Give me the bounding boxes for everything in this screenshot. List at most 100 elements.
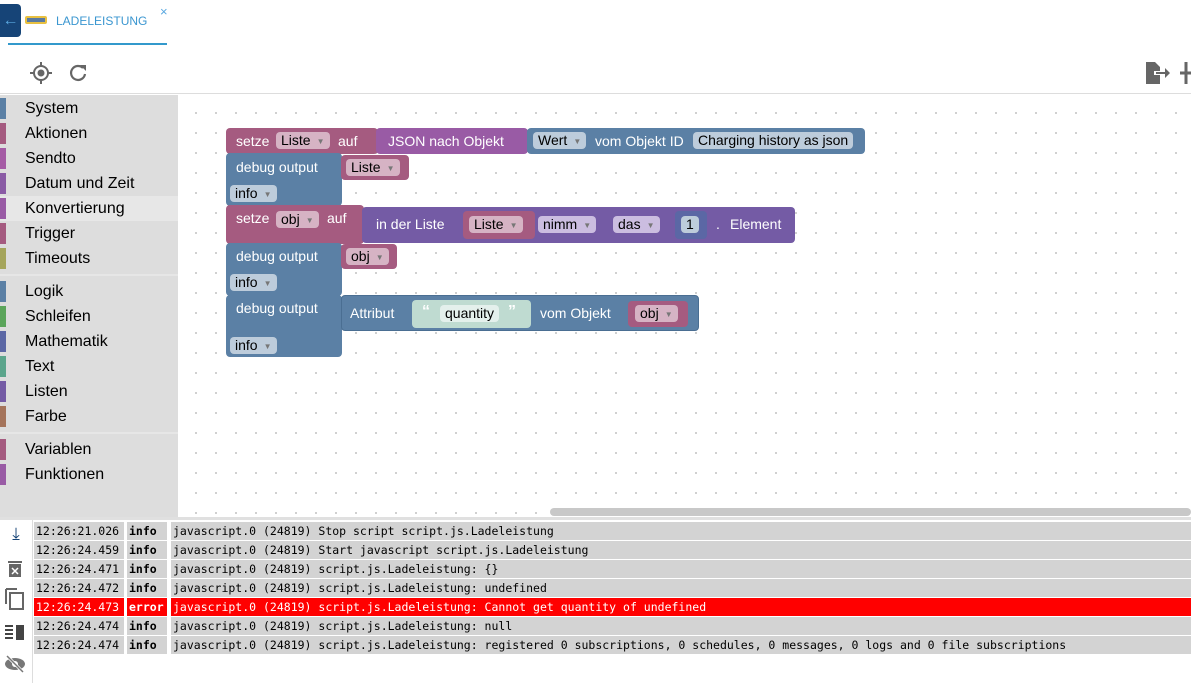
blockly-logo-icon: [25, 16, 47, 24]
copy-icon[interactable]: [5, 588, 24, 610]
json-to-object-block[interactable]: [376, 128, 528, 154]
setze-label: setze: [236, 210, 270, 226]
dropdown-arrow-icon: ▼: [263, 278, 272, 288]
category-system[interactable]: System: [0, 96, 178, 121]
where-dropdown[interactable]: das▼: [613, 216, 660, 233]
category-label: Listen: [25, 383, 68, 400]
category-color-swatch: [0, 123, 6, 144]
category-konvertierung[interactable]: Konvertierung: [0, 196, 178, 221]
log-time: 12:26:24.474: [34, 636, 124, 654]
category-trigger[interactable]: Trigger: [0, 221, 178, 246]
export-icon[interactable]: [1145, 62, 1171, 84]
open-quote-icon: “: [422, 303, 430, 320]
clear-log-icon[interactable]: [8, 560, 22, 577]
category-label: Mathematik: [25, 333, 108, 350]
add-icon[interactable]: [1180, 62, 1191, 84]
log-message: javascript.0 (24819) script.js.Ladeleist…: [171, 560, 1191, 578]
log-message: javascript.0 (24819) Start javascript sc…: [171, 541, 1191, 559]
log-level: info: [127, 579, 167, 597]
log-layout-icon[interactable]: [5, 625, 24, 640]
attribute-name: Wert: [538, 132, 568, 148]
category-logik[interactable]: Logik: [0, 279, 178, 304]
refresh-icon[interactable]: [68, 63, 88, 83]
log-level: info: [235, 274, 258, 290]
log-level-dropdown[interactable]: info ▼: [230, 274, 277, 291]
dropdown-arrow-icon: ▼: [664, 309, 673, 319]
dropdown-arrow-icon: ▼: [386, 163, 395, 173]
scroll-to-bottom-icon[interactable]: ⤓: [12, 524, 20, 543]
category-listen[interactable]: Listen: [0, 379, 178, 404]
mode-dropdown[interactable]: nimm▼: [538, 216, 597, 233]
category-label: Sendto: [25, 150, 76, 167]
category-label: System: [25, 100, 79, 117]
horizontal-scrollbar[interactable]: [550, 508, 1191, 516]
category-color-swatch: [0, 439, 6, 460]
in-list-label: in der Liste: [376, 216, 445, 232]
category-color-swatch: [0, 248, 6, 269]
category-farbe[interactable]: Farbe: [0, 404, 178, 429]
category-label: Datum und Zeit: [25, 175, 135, 192]
category-text[interactable]: Text: [0, 354, 178, 379]
variable-name: Liste: [281, 132, 311, 148]
category-datum-und-zeit[interactable]: Datum und Zeit: [0, 171, 178, 196]
category-color-swatch: [0, 198, 6, 219]
log-message: javascript.0 (24819) script.js.Ladeleist…: [171, 598, 1191, 616]
log-level: error: [127, 598, 167, 616]
variable-dropdown[interactable]: obj▼: [276, 211, 319, 228]
tab-ladeleistung[interactable]: LADELEISTUNG: [56, 14, 148, 28]
log-time: 12:26:21.026: [34, 522, 124, 540]
back-button[interactable]: ←: [0, 4, 21, 37]
tab-close-button[interactable]: ×: [160, 4, 168, 19]
crosshair-icon[interactable]: [30, 62, 52, 84]
log-message: javascript.0 (24819) script.js.Ladeleist…: [171, 617, 1191, 635]
log-toolbar: ⤓: [0, 520, 33, 683]
category-color-swatch: [0, 223, 6, 244]
log-level-dropdown[interactable]: info▼: [230, 185, 277, 202]
vom-objekt-label: vom Objekt: [540, 305, 611, 321]
auf-label: auf: [338, 133, 358, 149]
category-schleifen[interactable]: Schleifen: [0, 304, 178, 329]
variable-name: Liste: [351, 159, 381, 175]
hide-eye-icon[interactable]: [4, 655, 26, 673]
category-color-swatch: [0, 381, 6, 402]
dropdown-arrow-icon: ▼: [646, 220, 655, 230]
debug-label: debug output: [236, 159, 318, 175]
category-timeouts[interactable]: Timeouts: [0, 246, 178, 271]
category-color-swatch: [0, 464, 6, 485]
category-aktionen[interactable]: Aktionen: [0, 121, 178, 146]
category-label: Farbe: [25, 408, 67, 425]
log-level: info: [235, 185, 258, 201]
dropdown-arrow-icon: ▼: [263, 341, 272, 351]
log-level: info: [235, 337, 258, 353]
category-label: Text: [25, 358, 55, 375]
object-id-field[interactable]: Charging history as json: [693, 132, 854, 149]
log-level: info: [127, 522, 167, 540]
category-label: Logik: [25, 283, 64, 300]
category-mathematik[interactable]: Mathematik: [0, 329, 178, 354]
text-field[interactable]: quantity: [440, 305, 500, 322]
category-variablen[interactable]: Variablen: [0, 437, 178, 462]
category-color-swatch: [0, 173, 6, 194]
log-level-dropdown[interactable]: info ▼: [230, 337, 277, 354]
variable-name: Liste: [474, 216, 504, 232]
category-sendto[interactable]: Sendto: [0, 146, 178, 171]
number-field[interactable]: 1: [681, 216, 699, 233]
dropdown-arrow-icon: ▼: [375, 252, 384, 262]
category-funktionen[interactable]: Funktionen: [0, 462, 178, 487]
variable-dropdown[interactable]: Liste ▼: [346, 159, 400, 176]
variable-dropdown[interactable]: Liste▼: [276, 132, 330, 149]
log-time: 12:26:24.474: [34, 617, 124, 635]
category-label: Timeouts: [25, 250, 91, 267]
variable-dropdown[interactable]: obj▼: [635, 305, 678, 322]
variable-dropdown[interactable]: obj▼: [346, 248, 389, 265]
debug-label: debug output: [236, 248, 318, 264]
variable-dropdown[interactable]: Liste▼: [469, 216, 523, 233]
log-message: javascript.0 (24819) script.js.Ladeleist…: [171, 579, 1191, 597]
attribute-dropdown[interactable]: Wert▼: [533, 132, 587, 149]
log-level: info: [127, 617, 167, 635]
category-label: Funktionen: [25, 466, 105, 483]
